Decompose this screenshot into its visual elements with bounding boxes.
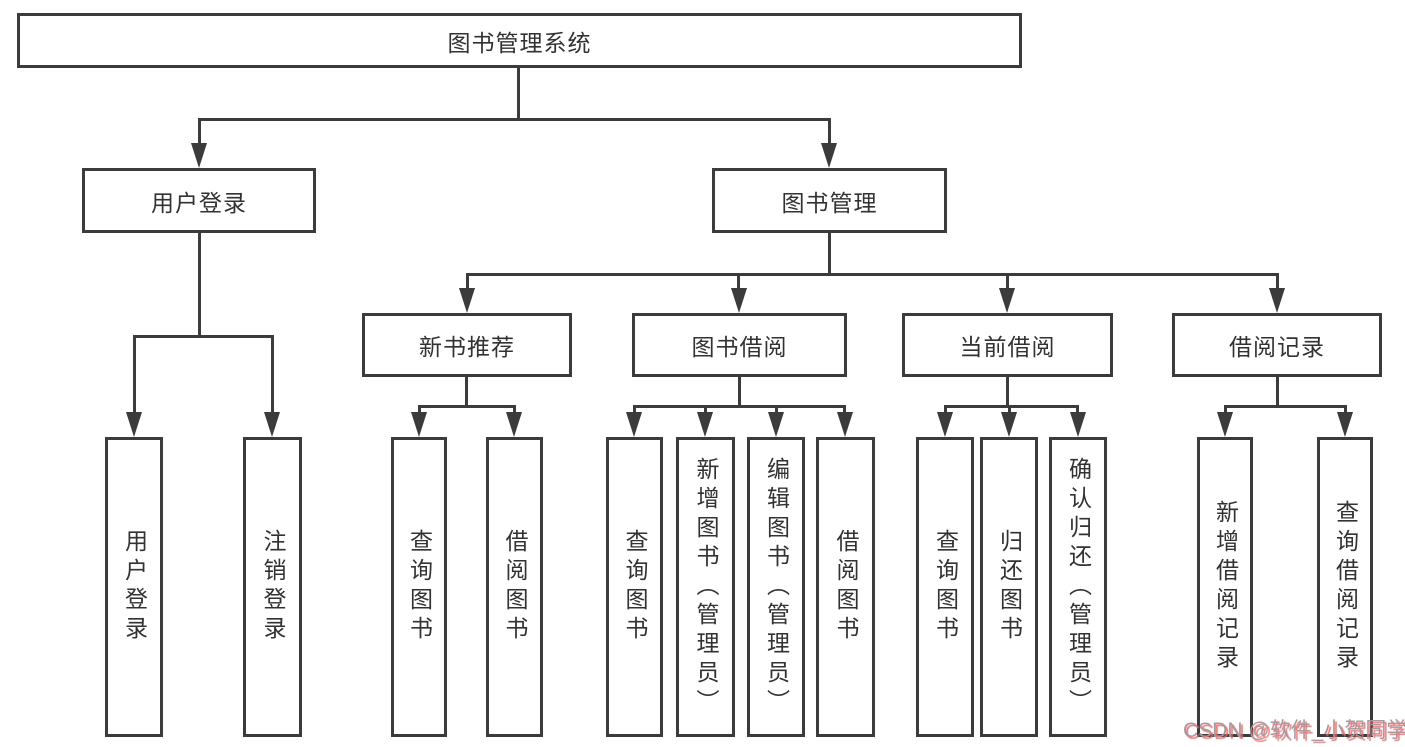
arrowhead-D1 <box>1217 412 1233 437</box>
csdn-watermark: CSDN @软件_小贺同学 <box>1183 719 1405 742</box>
connector-root-stem <box>517 68 520 118</box>
connector-groupA-branch <box>418 405 516 408</box>
node-book-borrow: 图书借阅 <box>632 313 847 377</box>
connector-drop-D1 <box>1224 405 1227 415</box>
node-root: 图书管理系统 <box>17 13 1022 68</box>
node-new-book-recommend: 新书推荐 <box>362 313 572 377</box>
arrowhead-A2 <box>506 412 522 437</box>
node-borrow-record: 借阅记录 <box>1172 313 1382 377</box>
arrowhead-C3 <box>1070 412 1086 437</box>
arrowhead-B3 <box>768 412 784 437</box>
connector-groupD-stem <box>1276 377 1279 405</box>
connector-drop-leaf-login <box>133 335 136 414</box>
leaf-return-book: 归还图书 <box>980 437 1038 737</box>
arrowhead-book-management <box>821 143 837 168</box>
arrowhead-B1 <box>626 412 642 437</box>
arrowhead-current-borrow <box>999 288 1015 313</box>
leaf-query-book-borrow: 查询图书 <box>606 437 663 737</box>
leaf-query-book-recommend: 查询图书 <box>391 437 447 737</box>
arrowhead-book-borrow <box>731 288 747 313</box>
connector-groupB-branch <box>633 405 846 408</box>
arrowhead-new-book <box>459 288 475 313</box>
leaf-confirm-return-admin: 确认归还（管理员） <box>1049 437 1107 737</box>
arrowhead-A1 <box>411 412 427 437</box>
connector-drop-book-management <box>828 118 831 145</box>
leaf-query-borrow-record: 查询借阅记录 <box>1317 437 1373 737</box>
connector-drop-B2 <box>704 405 707 415</box>
connector-book-management-stem <box>828 233 831 273</box>
connector-groupD-branch <box>1224 405 1346 408</box>
leaf-edit-book-admin: 编辑图书（管理员） <box>747 437 805 737</box>
connector-drop-B3 <box>775 405 778 415</box>
connector-drop-user-login <box>198 118 201 145</box>
connector-groupB-stem <box>738 377 741 405</box>
connector-groupC-stem <box>1006 377 1009 405</box>
connector-drop-B1 <box>633 405 636 415</box>
leaf-logout: 注销登录 <box>243 437 302 737</box>
arrowhead-C2 <box>1001 412 1017 437</box>
arrowhead-borrow-record <box>1269 288 1285 313</box>
connector-drop-borrow-record <box>1276 273 1279 290</box>
arrowhead-B4 <box>837 412 853 437</box>
leaf-query-book-current: 查询图书 <box>916 437 974 737</box>
connector-drop-D2 <box>1344 405 1347 415</box>
arrowhead-D2 <box>1337 412 1353 437</box>
connector-level1-branch <box>198 118 831 121</box>
node-user-login: 用户登录 <box>82 168 316 233</box>
connector-user-login-branch <box>133 335 274 338</box>
leaf-user-login: 用户登录 <box>105 437 163 737</box>
connector-drop-A2 <box>513 405 516 415</box>
leaf-borrow-book-recommend: 借阅图书 <box>486 437 543 737</box>
connector-drop-C2 <box>1008 405 1011 415</box>
leaf-add-borrow-record: 新增借阅记录 <box>1197 437 1253 737</box>
leaf-borrow-book: 借阅图书 <box>816 437 875 737</box>
connector-drop-B4 <box>843 405 846 415</box>
connector-drop-current-borrow <box>1006 273 1009 290</box>
connector-user-login-stem <box>198 233 201 335</box>
connector-groupA-stem <box>465 377 468 405</box>
arrowhead-user-login <box>191 143 207 168</box>
node-book-management: 图书管理 <box>712 168 947 233</box>
connector-drop-C3 <box>1076 405 1079 415</box>
connector-drop-A1 <box>418 405 421 415</box>
connector-drop-new-book <box>466 273 469 290</box>
node-current-borrow: 当前借阅 <box>902 313 1113 377</box>
connector-drop-C1 <box>944 405 947 415</box>
connector-drop-leaf-logout <box>271 335 274 414</box>
arrowhead-leaf-login <box>126 412 142 437</box>
arrowhead-C1 <box>937 412 953 437</box>
arrowhead-B2 <box>697 412 713 437</box>
arrowhead-leaf-logout <box>264 412 280 437</box>
connector-level2-branch <box>466 273 1279 276</box>
connector-groupC-branch <box>944 405 1079 408</box>
leaf-add-book-admin: 新增图书（管理员） <box>676 437 735 737</box>
connector-drop-book-borrow <box>737 273 740 290</box>
